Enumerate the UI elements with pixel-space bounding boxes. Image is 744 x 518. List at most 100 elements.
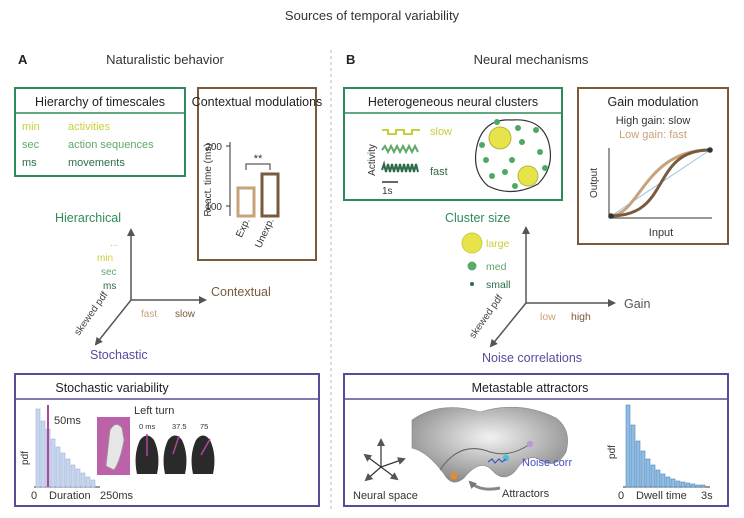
clusters-box: Heterogeneous neural clusters Activity 1… [343, 87, 563, 201]
axis-label-gain: Gain [624, 297, 650, 311]
axis-stochastic [94, 299, 132, 346]
mouse-frame-75 [191, 435, 215, 474]
dwell-bar [675, 480, 681, 488]
attractors-label: Attractors [502, 488, 550, 500]
neural-space-icon [363, 438, 406, 482]
dwell-bar [670, 478, 676, 488]
hierarchy-title: Hierarchy of timescales [35, 95, 165, 109]
axis-dots: ... [110, 238, 118, 249]
hierarchy-label-activities: activities [68, 121, 111, 133]
dwell-bar [665, 476, 671, 488]
duration-bar [65, 458, 71, 488]
contextual-ytick-bottom: 100 [205, 202, 222, 213]
metastable-title: Metastable attractors [472, 381, 589, 395]
size-med-label: med [486, 261, 507, 273]
duration-bar [75, 468, 81, 488]
duration-bar [70, 464, 76, 488]
duration-bar [90, 479, 96, 488]
energy-landscape [411, 406, 568, 483]
size-med-dot [467, 261, 477, 271]
dwell-x0: 0 [618, 490, 624, 502]
axis-tick-sec: sec [101, 267, 117, 278]
hierarchy-scale-sec: sec [22, 139, 40, 151]
clusters-title: Heterogeneous neural clusters [368, 95, 538, 109]
dwell-bar [700, 484, 706, 488]
stochastic-box: Stochastic variability pdf 50ms 0 Durati… [14, 373, 320, 507]
turn-time-37: 37.5 [172, 422, 187, 431]
network-node [515, 125, 521, 131]
large-cluster-2 [517, 165, 539, 187]
neural-space-label: Neural space [353, 490, 418, 502]
panel-a-letter: A [18, 52, 28, 67]
dwell-x-end: 3s [701, 490, 713, 502]
gain-high-label: High gain: slow [616, 115, 691, 127]
axis-label-contextual: Contextual [211, 285, 271, 299]
network-node [489, 173, 495, 179]
panel-b-letter: B [346, 52, 355, 67]
trajectory [439, 443, 531, 471]
significance-bracket [245, 163, 271, 170]
size-large-label: large [486, 238, 510, 250]
axis-tick-slow: slow [175, 309, 196, 320]
duration-bar [35, 408, 41, 488]
significance-stars: ** [254, 153, 263, 165]
network-node [519, 139, 525, 145]
slow-trace [382, 129, 420, 135]
stochastic-x0: 0 [31, 490, 37, 502]
stochastic-ylabel: pdf [20, 451, 31, 465]
turn-time-0: 0 ms [139, 422, 156, 431]
contextual-ytick-top: 200 [205, 142, 222, 153]
fast-trace [381, 160, 419, 173]
axis-label-hierarchical: Hierarchical [55, 211, 121, 225]
network-node [494, 119, 500, 125]
noise-skewed-label: skewed pdf [467, 293, 505, 341]
stochastic-title: Stochastic variability [55, 381, 169, 395]
marker-label: 50ms [54, 415, 81, 427]
duration-bar [85, 476, 91, 488]
fast-label: fast [430, 166, 448, 178]
dwell-bar [635, 440, 641, 488]
duration-bar [50, 438, 56, 488]
dwell-bar [650, 464, 656, 488]
high-gain-curve [610, 148, 711, 218]
dwell-bar [660, 473, 666, 488]
figure-title: Sources of temporal variability [285, 8, 460, 23]
axis-label-stochastic: Stochastic [90, 348, 148, 362]
gain-high-tick: high [571, 311, 591, 323]
gain-title: Gain modulation [607, 95, 698, 109]
contextual-ylabel: React. time (ms) [203, 143, 214, 216]
network-node [502, 169, 508, 175]
attractor-1 [450, 472, 458, 480]
attractor-3 [526, 440, 534, 448]
network-node [479, 142, 485, 148]
gain-start-point [608, 213, 614, 219]
gain-low-label: Low gain: fast [619, 129, 687, 141]
panel-b-heading: Neural mechanisms [474, 52, 589, 67]
activity-label: Activity [367, 144, 378, 176]
size-small-dot [470, 282, 474, 286]
bar-expected [236, 186, 256, 218]
hierarchy-label-sequences: action sequences [68, 139, 154, 151]
duration-bar [40, 420, 46, 488]
network-node [509, 157, 515, 163]
bar-unexpected [260, 172, 280, 218]
duration-bar [60, 452, 66, 488]
scale-label: 1s [382, 186, 393, 197]
stochastic-xlabel: Duration [49, 490, 91, 502]
dwell-bar [640, 450, 646, 488]
network-node [537, 149, 543, 155]
axis-label-noise-corr: Noise correlations [482, 351, 582, 365]
dwell-bar [680, 481, 686, 488]
network-blob [475, 119, 551, 193]
stochastic-x-end: 250ms [100, 490, 134, 502]
dwell-ylabel: pdf [607, 445, 618, 459]
attractor-arrow [468, 480, 501, 491]
axis-tick-fast: fast [141, 309, 157, 320]
turn-time-75: 75 [200, 422, 208, 431]
gain-end-point [707, 147, 713, 153]
mouse-side-image [105, 424, 125, 471]
size-large-dot [461, 232, 483, 254]
dwell-bar [685, 482, 691, 488]
gain-box: Gain modulation High gain: slow Low gain… [577, 87, 729, 245]
